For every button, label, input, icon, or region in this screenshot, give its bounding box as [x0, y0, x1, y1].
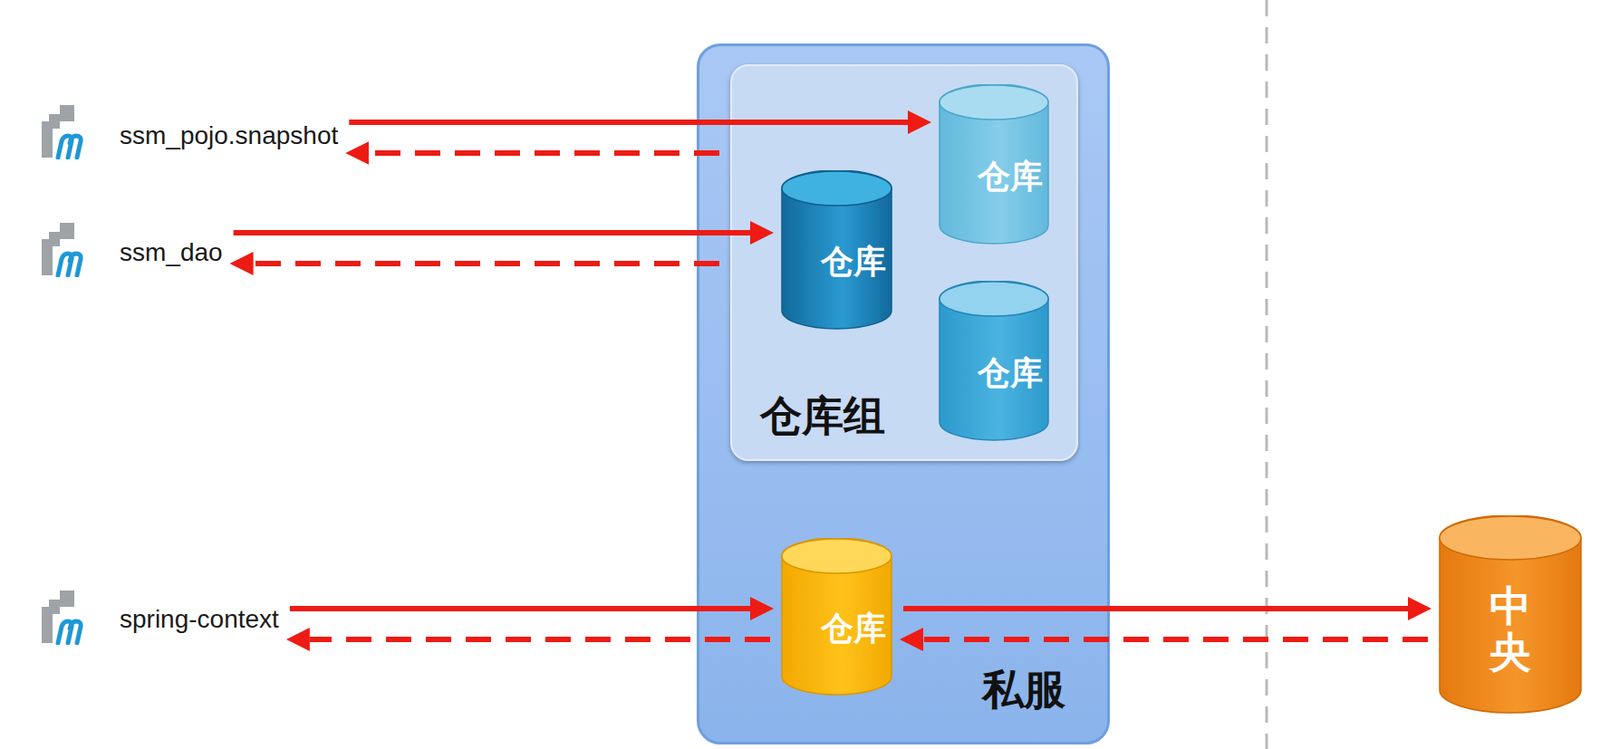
artifact-name: spring-context — [119, 604, 280, 636]
panel-title: 仓库组 — [760, 393, 886, 440]
return-arrow — [253, 260, 720, 267]
cylinder-top — [781, 171, 892, 206]
request-arrow — [289, 606, 751, 612]
maven-icon — [41, 222, 81, 276]
repository-name: 仓库 — [820, 610, 854, 647]
network-boundary — [1265, 0, 1269, 749]
cylinder-top — [939, 281, 1049, 317]
artifact-name: ssm_pojo.snapshot — [119, 120, 338, 152]
repository-name: 仓库 — [977, 158, 1011, 195]
repository-cylinder: 仓库 — [780, 170, 893, 330]
cylinder-top — [939, 85, 1049, 120]
cylinder-body — [781, 170, 892, 329]
cylinder-body — [1439, 515, 1581, 714]
repository-name: 仓库 — [977, 355, 1011, 392]
panel-title: 私服 — [982, 666, 1066, 714]
cylinder-top — [1439, 516, 1581, 560]
maven-icon — [41, 105, 81, 158]
return-arrow — [368, 150, 720, 156]
cylinder-body — [939, 280, 1049, 441]
artifact-name: ssm_dao — [119, 237, 223, 269]
return-arrow — [923, 636, 1428, 643]
server-panel: 私服仓库组仓库仓库仓库仓库 — [696, 43, 1110, 745]
cylinder-body — [939, 84, 1049, 244]
request-arrow — [903, 606, 1408, 612]
request-arrow — [233, 230, 751, 236]
repository-cylinder: 仓库 — [938, 280, 1050, 442]
maven-icon — [41, 590, 81, 644]
artifact-label: ssm_pojo.snapshot — [119, 120, 338, 152]
repository-name: 中央 — [1489, 583, 1532, 675]
repository-cylinder: 仓库 — [780, 538, 893, 696]
cylinder-top — [781, 539, 892, 574]
cylinder-body — [781, 538, 892, 695]
return-arrow — [309, 636, 771, 643]
artifact-label: spring-context — [119, 604, 280, 636]
artifact-label: ssm_dao — [119, 237, 223, 269]
repository-name: 仓库 — [820, 243, 854, 280]
group-panel: 仓库组仓库仓库仓库 — [730, 64, 1079, 462]
repository-cylinder: 仓库 — [938, 84, 1050, 245]
request-arrow — [348, 119, 908, 126]
repository-cylinder: 中央 — [1438, 515, 1582, 714]
